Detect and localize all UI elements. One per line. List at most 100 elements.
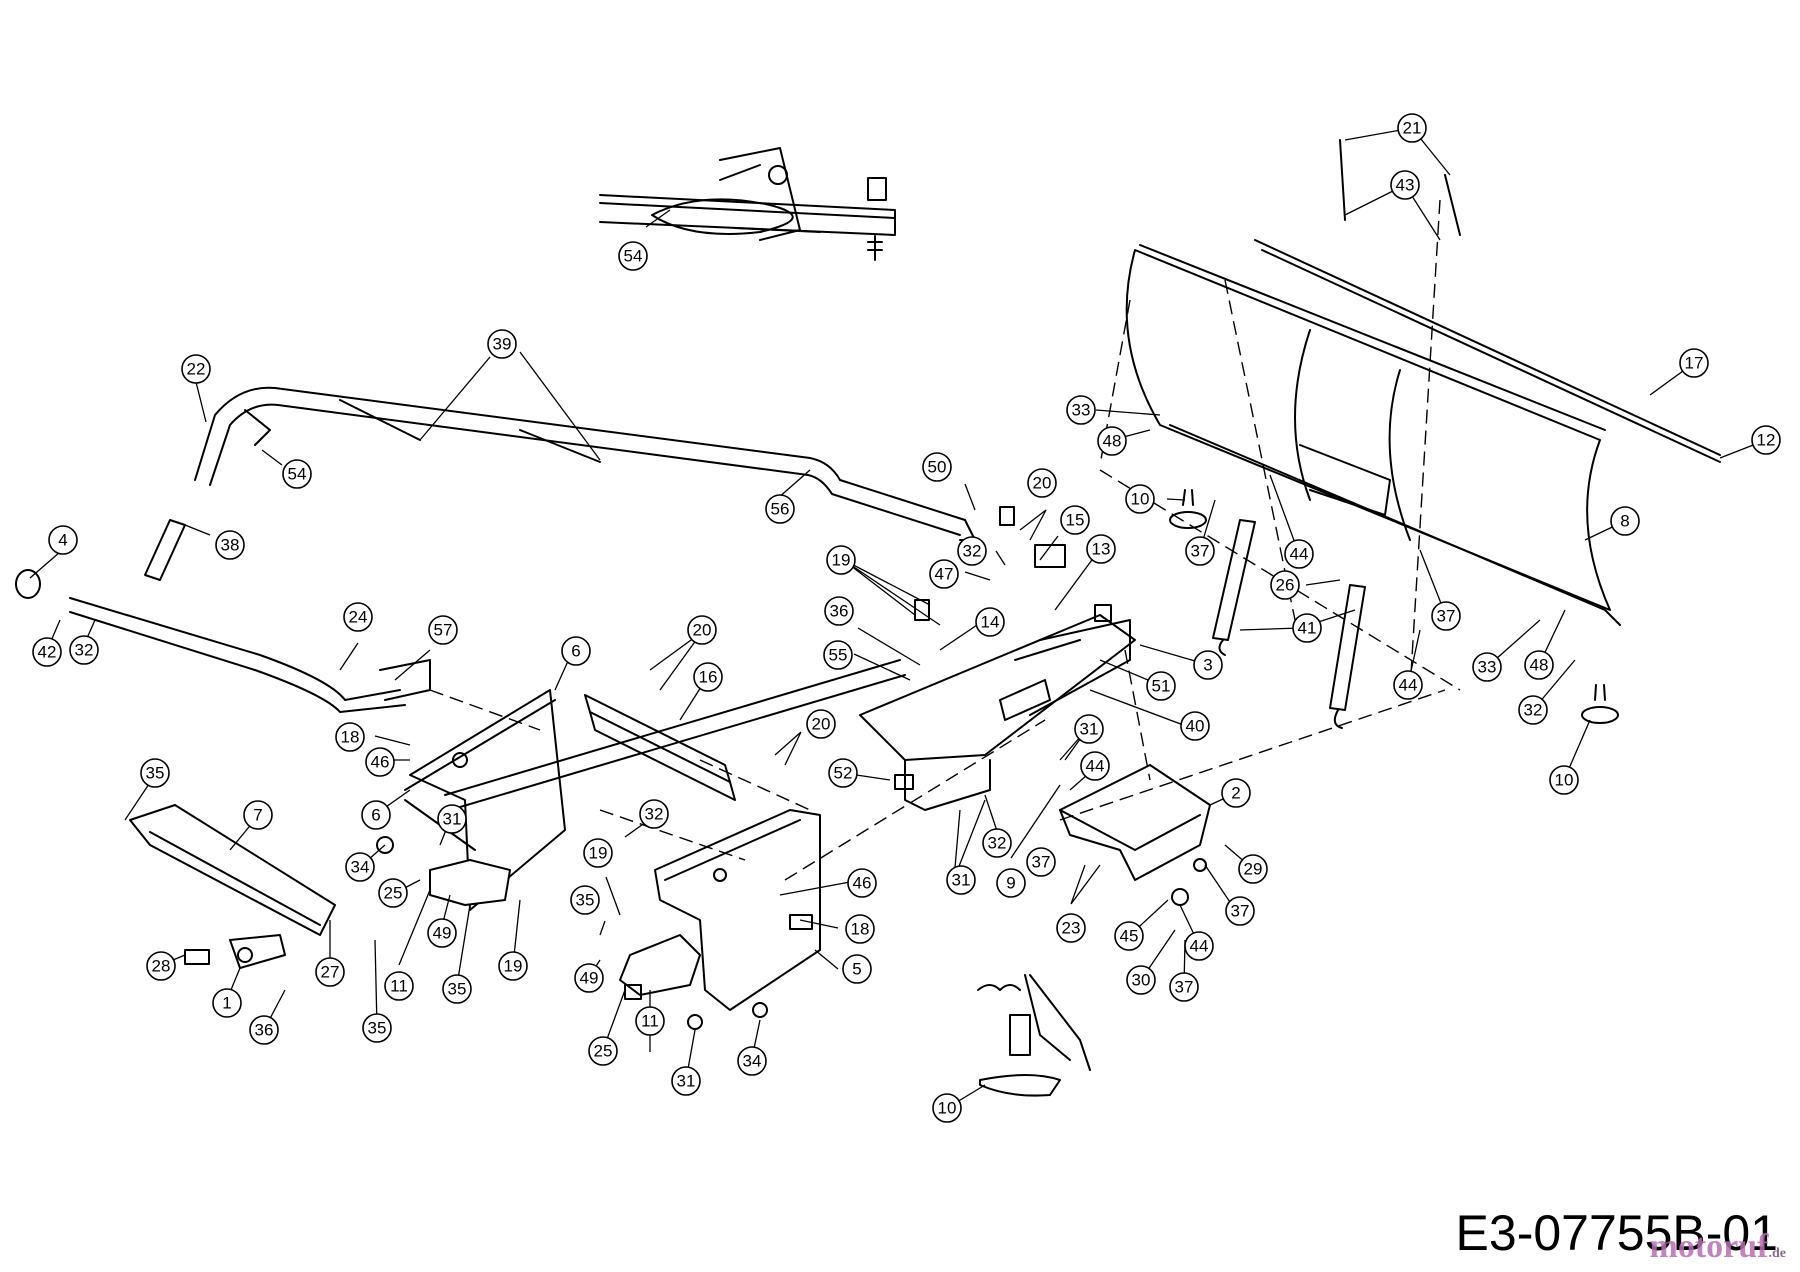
callout-30: 30 [1126,965,1156,995]
svg-text:39: 39 [493,335,512,354]
svg-text:50: 50 [928,458,947,477]
svg-text:12: 12 [1757,431,1776,450]
svg-text:15: 15 [1066,511,1085,530]
svg-text:35: 35 [368,1019,387,1038]
svg-text:31: 31 [677,1072,696,1091]
lift-handle-bar [194,386,976,541]
svg-text:44: 44 [1086,757,1105,776]
callout-46-left: 46 [365,747,395,777]
callout-56: 56 [765,494,795,524]
svg-text:25: 25 [384,884,403,903]
callout-16: 16 [693,662,723,692]
svg-text:51: 51 [1152,677,1171,696]
svg-text:25: 25 [594,1042,613,1061]
svg-text:33: 33 [1072,401,1091,420]
svg-text:38: 38 [221,536,240,555]
callout-31-right: 31 [1074,714,1104,744]
callout-32-right: 32 [1518,695,1548,725]
svg-text:40: 40 [1186,717,1205,736]
svg-text:11: 11 [641,1012,659,1031]
svg-text:37: 37 [1032,853,1051,872]
callout-35-center: 35 [570,885,600,915]
svg-text:10: 10 [1555,771,1574,790]
svg-text:35: 35 [146,764,165,783]
svg-text:45: 45 [1120,927,1139,946]
arm-55 [444,659,906,811]
callout-25-left: 25 [378,878,408,908]
svg-text:34: 34 [351,858,370,877]
callout-6-top: 6 [561,636,591,666]
drawing-code: E3-07755B-01 [1455,1205,1778,1261]
small-hardware [184,506,1207,1030]
svg-text:27: 27 [321,963,340,982]
callout-41: 41 [1292,613,1322,643]
callout-8: 8 [1610,506,1640,536]
svg-text:6: 6 [371,806,380,825]
callout-19-left: 19 [498,951,528,981]
springs-41 [1212,519,1366,729]
callout-34-center: 34 [737,1046,767,1076]
svg-text:2: 2 [1231,784,1240,803]
callout-11-left: 11 [384,971,414,1001]
callout-37-bottom: 37 [1169,972,1199,1002]
svg-text:21: 21 [1403,119,1422,138]
svg-text:23: 23 [1062,919,1081,938]
svg-text:9: 9 [1006,874,1015,893]
svg-text:31: 31 [952,871,971,890]
callout-25-center: 25 [588,1036,618,1066]
callout-37-blade-right: 37 [1431,601,1461,631]
svg-text:20: 20 [1033,474,1052,493]
svg-text:46: 46 [853,874,872,893]
callout-37-blade-left: 37 [1185,536,1215,566]
svg-text:11: 11 [390,977,408,996]
callout-48-left: 48 [1097,426,1127,456]
svg-text:37: 37 [1191,542,1210,561]
svg-text:10: 10 [1131,490,1150,509]
callout-57: 57 [428,615,458,645]
svg-text:19: 19 [504,957,523,976]
callout-12: 12 [1751,425,1781,455]
svg-text:44: 44 [1399,676,1418,695]
svg-text:24: 24 [349,608,368,627]
svg-text:42: 42 [38,643,57,662]
callout-54: 54 [282,459,312,489]
callout-49-left: 49 [427,918,457,948]
svg-text:48: 48 [1103,432,1122,451]
svg-text:46: 46 [371,753,390,772]
callout-1: 1 [212,988,242,1018]
svg-text:16: 16 [699,668,718,687]
center-frame [859,604,1136,811]
callout-18-center: 18 [845,914,875,944]
callout-9: 9 [996,868,1026,898]
callout-2: 2 [1221,778,1251,808]
svg-text:17: 17 [1685,354,1704,373]
assembly-lines [429,199,1461,881]
bracket-5 [654,809,821,1011]
svg-text:56: 56 [771,500,790,519]
callout-37-center: 37 [1026,847,1056,877]
svg-text:18: 18 [341,728,360,747]
watermark-brand: motoruf [1649,1228,1769,1265]
callout-27: 27 [315,957,345,987]
callout-20-mid: 20 [687,615,717,645]
pin-38-shape [144,519,186,581]
svg-text:4: 4 [58,531,67,550]
callout-20-right: 20 [806,709,836,739]
svg-text:49: 49 [433,924,452,943]
svg-text:36: 36 [255,1021,274,1040]
svg-text:43: 43 [1396,176,1415,195]
callout-14: 14 [975,607,1005,637]
callout-32: 32 [69,635,99,665]
svg-text:47: 47 [935,565,954,584]
callout-45: 45 [1114,921,1144,951]
svg-text:26: 26 [1276,576,1295,595]
inset-skid-detail [977,974,1091,1097]
callout-37-right: 37 [1225,896,1255,926]
callouts: 54 22 39 54 38 4 42 32 24 57 56 50 20 32… [32,113,1781,1123]
callout-18-left: 18 [335,722,365,752]
callout-35-top-left: 35 [140,758,170,788]
svg-text:41: 41 [1298,619,1317,638]
svg-text:37: 37 [1437,607,1456,626]
callout-13: 13 [1086,534,1116,564]
